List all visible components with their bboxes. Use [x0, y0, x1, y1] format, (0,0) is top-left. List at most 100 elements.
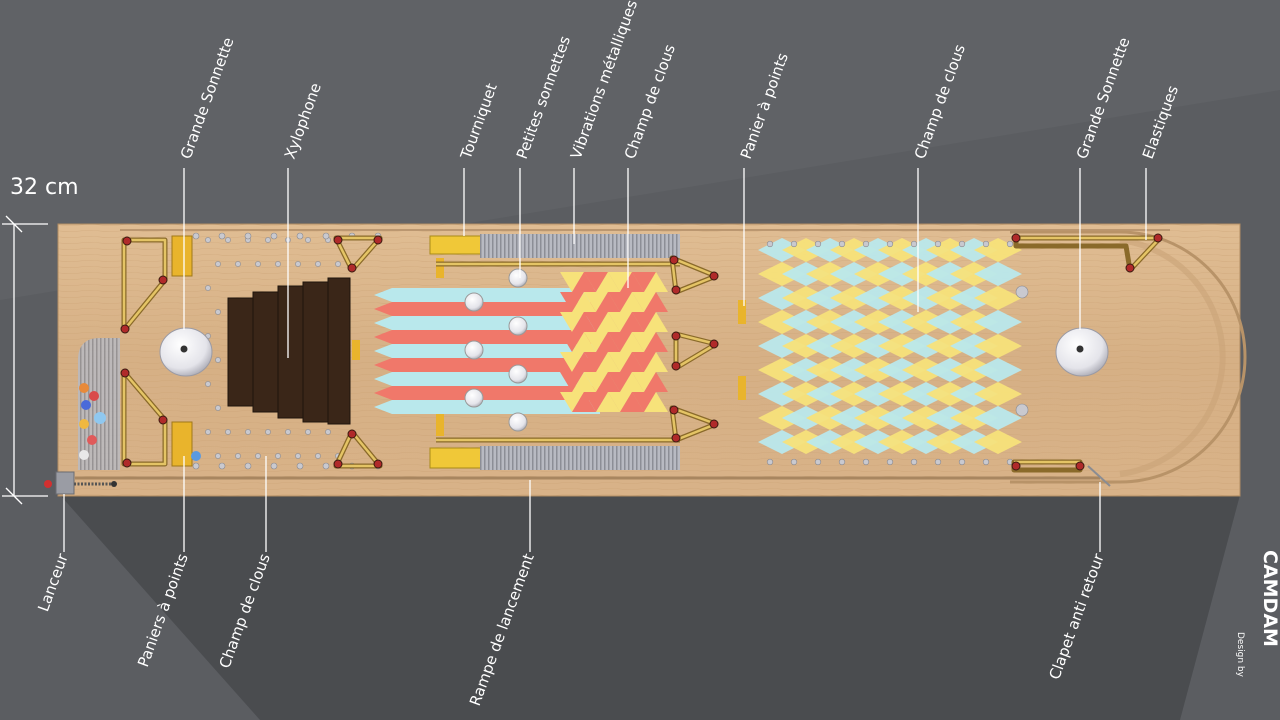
peg — [886, 458, 894, 466]
peg — [335, 261, 341, 267]
peg — [790, 458, 798, 466]
triangle — [572, 312, 596, 332]
triangle — [620, 292, 644, 312]
big-bell-right — [1055, 327, 1109, 377]
triangle — [620, 392, 644, 412]
diamond — [974, 382, 1022, 406]
peg — [766, 240, 774, 248]
big-bell-left — [159, 327, 213, 377]
triangle — [632, 292, 656, 312]
stripe — [374, 330, 600, 344]
launcher — [44, 471, 117, 495]
triangle — [632, 312, 656, 332]
peg — [255, 261, 261, 267]
peg — [322, 232, 330, 240]
peg — [934, 458, 942, 466]
peg — [910, 240, 918, 248]
triangle — [584, 312, 608, 332]
brand-logo: CAMDAM Design by — [1235, 550, 1280, 678]
peg — [296, 232, 304, 240]
peg — [205, 381, 211, 387]
peg — [838, 458, 846, 466]
triangle — [584, 372, 608, 392]
peg — [982, 240, 990, 248]
stripe — [374, 358, 600, 372]
triangle — [560, 352, 584, 372]
peg — [215, 309, 221, 315]
peg — [958, 240, 966, 248]
right-pegs — [1015, 285, 1029, 417]
triangle — [572, 392, 596, 412]
triangle — [560, 272, 584, 292]
triangle — [644, 372, 668, 392]
logo-sub: Design by — [1235, 632, 1245, 678]
triangle — [572, 332, 596, 352]
triangle — [596, 372, 620, 392]
triangle — [596, 272, 620, 292]
triangle — [608, 272, 632, 292]
peg — [322, 462, 330, 470]
peg — [862, 240, 870, 248]
peg — [838, 240, 846, 248]
peg — [205, 285, 211, 291]
stripe — [374, 288, 600, 302]
stripe — [374, 372, 600, 386]
triangle — [596, 292, 620, 312]
peg — [934, 240, 942, 248]
triangle — [560, 332, 584, 352]
triangle — [584, 292, 608, 312]
peg — [1006, 240, 1014, 248]
center-rails — [436, 255, 746, 443]
peg — [265, 237, 271, 243]
peg — [814, 458, 822, 466]
peg — [295, 453, 301, 459]
triangle — [560, 292, 584, 312]
peg — [325, 429, 331, 435]
peg — [205, 237, 211, 243]
triangle — [584, 272, 608, 292]
triangle — [596, 352, 620, 372]
peg — [218, 462, 226, 470]
triangle — [632, 392, 656, 412]
peg — [285, 429, 291, 435]
peg — [215, 357, 221, 363]
peg — [886, 240, 894, 248]
peg — [244, 232, 252, 240]
triangle — [596, 312, 620, 332]
marbles — [79, 383, 201, 461]
triangle — [632, 352, 656, 372]
diamond — [974, 358, 1022, 382]
triangle — [632, 332, 656, 352]
triangle — [608, 352, 632, 372]
peg — [265, 429, 271, 435]
triangle — [644, 312, 668, 332]
triangle — [584, 392, 608, 412]
triangle — [596, 332, 620, 352]
triangle — [584, 352, 608, 372]
triangle — [596, 392, 620, 412]
triangle — [644, 272, 668, 292]
triangle — [608, 392, 632, 412]
diamond — [974, 286, 1022, 310]
peg — [244, 462, 252, 470]
diamond — [974, 262, 1022, 286]
peg — [982, 458, 990, 466]
peg — [790, 240, 798, 248]
peg — [245, 429, 251, 435]
peg — [305, 237, 311, 243]
triangle — [560, 392, 584, 412]
peg — [235, 453, 241, 459]
triangle — [560, 372, 584, 392]
triangle — [644, 352, 668, 372]
peg — [235, 261, 241, 267]
diamond — [974, 430, 1022, 454]
peg — [270, 232, 278, 240]
triangle — [572, 292, 596, 312]
point-baskets-left — [120, 235, 383, 469]
stripe — [374, 400, 600, 414]
striped-nail-field — [374, 288, 600, 414]
triangle — [608, 312, 632, 332]
peg — [192, 462, 200, 470]
peg — [225, 237, 231, 243]
triangle — [608, 292, 632, 312]
